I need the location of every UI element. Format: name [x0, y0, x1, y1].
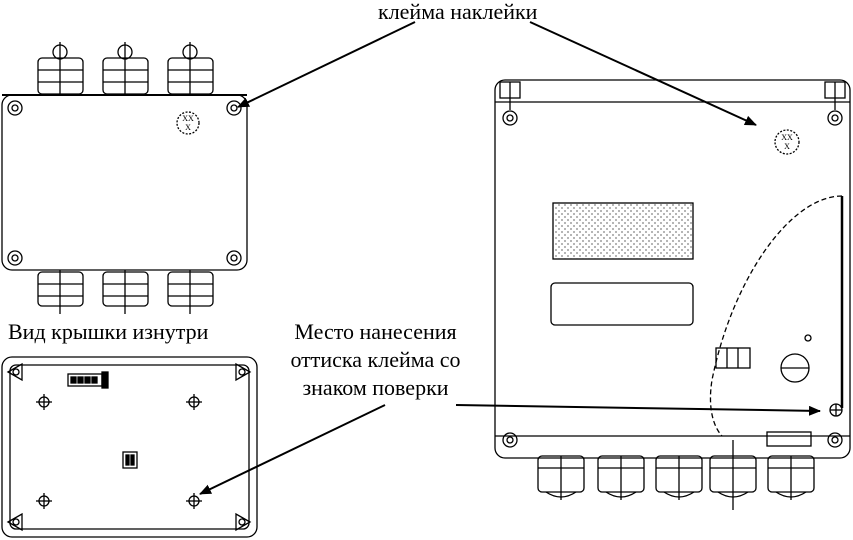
terminal-block — [715, 347, 751, 369]
round-component — [780, 353, 810, 383]
arrow-to-cover-screw — [199, 404, 386, 495]
housing-top-view: XX X — [1, 42, 248, 314]
label-window — [550, 282, 694, 326]
screw-bl — [7, 250, 23, 266]
device-gland-4 — [709, 440, 757, 510]
arrow-to-verification-point — [455, 404, 821, 416]
seal-mark-right-2: X — [784, 142, 790, 151]
screw-br — [226, 250, 242, 266]
seal-sticker-right — [774, 129, 800, 155]
device-screw-br — [827, 432, 843, 448]
small-screw — [804, 334, 812, 342]
arrow-to-left-seal — [237, 21, 416, 108]
verification-seal-point — [829, 403, 843, 417]
seal-sticker-left — [176, 111, 200, 135]
arrow-to-right-seal — [529, 21, 757, 126]
bottom-block — [766, 431, 812, 447]
display-window — [552, 202, 694, 260]
label-cover-inside: Вид крышки изнутри — [8, 319, 209, 344]
seal-mark-right-1: XX — [781, 133, 793, 142]
cover-screw-2 — [186, 394, 202, 410]
cable-gland-bottom-3 — [167, 270, 214, 314]
cable-gland-top-3 — [167, 42, 214, 95]
device-gland-3 — [655, 455, 703, 500]
cover-screw-3 — [36, 493, 52, 509]
cable-gland-bottom-1 — [37, 270, 84, 314]
device-gland-1 — [537, 455, 585, 500]
cover-inside-view — [1, 356, 258, 538]
screw-tr — [226, 100, 242, 116]
cable-gland-top-1 — [37, 42, 84, 95]
seal-mark-left-1: XX — [182, 114, 194, 123]
cover-screw-1 — [36, 394, 52, 410]
label-top-callout: клейма наклейки — [378, 0, 538, 24]
open-cover-arc — [709, 195, 843, 437]
corner-mark-tr — [235, 362, 252, 382]
cable-gland-top-2 — [102, 42, 149, 95]
device-screw-bl — [502, 432, 518, 448]
device-gland-2 — [597, 455, 645, 500]
label-verification-line2: оттиска клейма со — [290, 347, 461, 372]
corner-mark-tl — [6, 362, 23, 382]
label-verification-line1: Место нанесения — [294, 319, 457, 344]
callout-arrows — [199, 21, 821, 495]
cover-screw-4 — [186, 493, 202, 509]
device-open-view: XX X — [494, 79, 851, 510]
seal-mark-left-2: X — [185, 123, 191, 132]
device-gland-5 — [767, 455, 815, 500]
screw-tl — [7, 100, 23, 116]
device-screw-tr — [824, 81, 846, 126]
cover-connector — [122, 451, 138, 469]
switch-lever — [101, 371, 109, 389]
label-verification-line3: знаком поверки — [302, 375, 449, 400]
cable-gland-bottom-2 — [102, 270, 149, 314]
corner-mark-bl — [6, 512, 23, 532]
corner-mark-br — [235, 512, 252, 532]
device-screw-tl — [499, 81, 521, 126]
